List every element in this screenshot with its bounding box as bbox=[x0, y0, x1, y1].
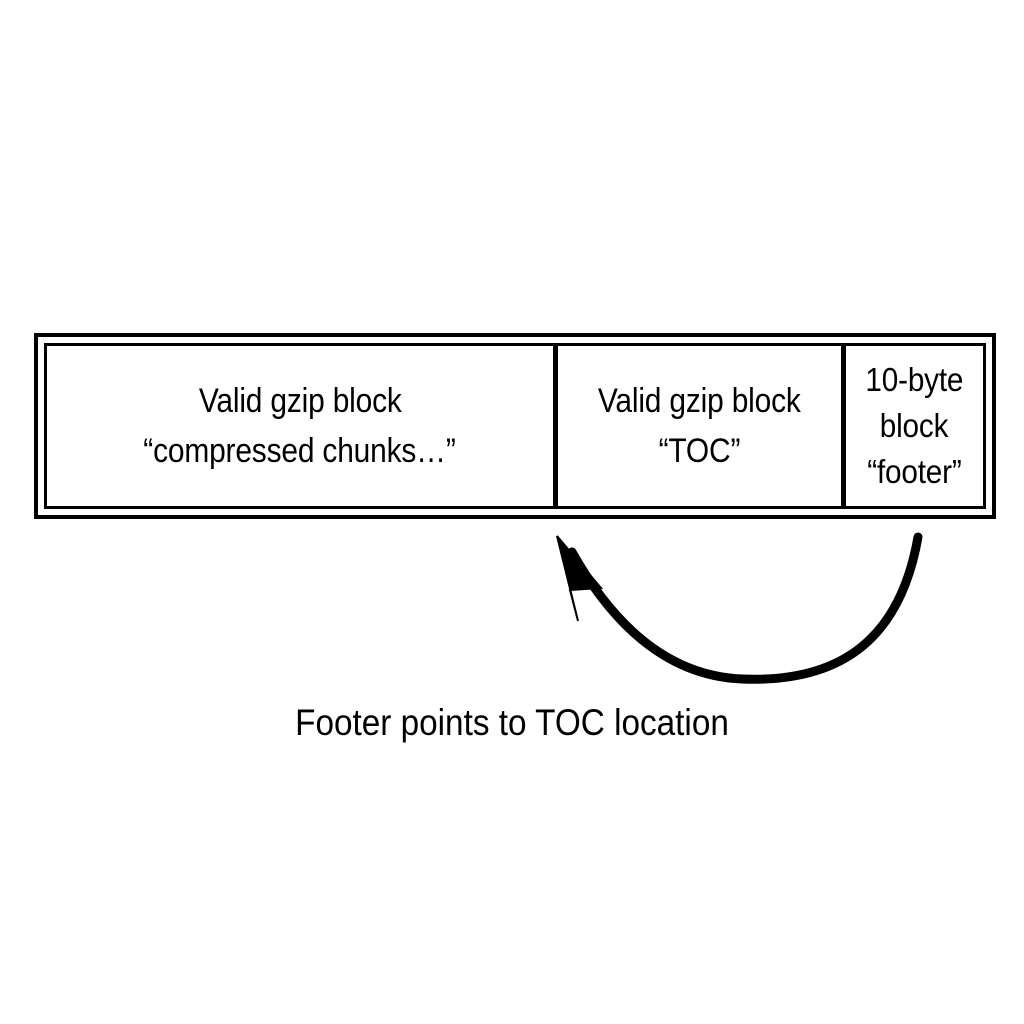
block-footer: 10-byte block “footer” bbox=[840, 346, 983, 506]
block-toc-line-1: Valid gzip block bbox=[597, 382, 801, 420]
block-compressed-chunks: Valid gzip block “compressed chunks…” bbox=[47, 346, 553, 506]
arrowhead-icon bbox=[556, 535, 604, 622]
block-compressed-chunks-line-2: “compressed chunks…” bbox=[143, 432, 457, 470]
block-toc: Valid gzip block “TOC” bbox=[552, 346, 841, 506]
arrow-caption: Footer points to TOC location bbox=[295, 702, 729, 743]
block-footer-line-3: “footer” bbox=[867, 453, 962, 490]
block-footer-line-1: 10-byte bbox=[865, 361, 964, 398]
block-footer-line-2: block bbox=[880, 407, 949, 444]
gzip-block-row: Valid gzip block “compressed chunks…” Va… bbox=[44, 343, 986, 509]
block-toc-line-2: “TOC” bbox=[658, 432, 741, 470]
block-compressed-chunks-line-1: Valid gzip block bbox=[198, 382, 402, 420]
arrow-curve bbox=[567, 532, 923, 684]
